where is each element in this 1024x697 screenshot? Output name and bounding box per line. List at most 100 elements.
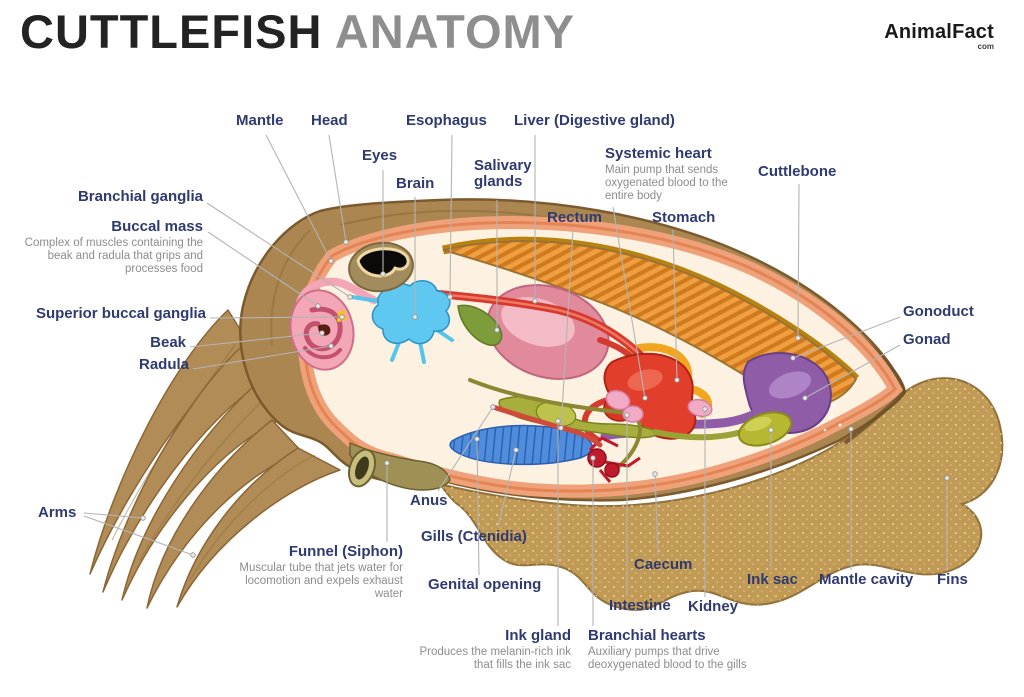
leader-cuttlebone bbox=[795, 183, 801, 341]
organ-funnel bbox=[347, 441, 451, 491]
label-branchial-hearts-text: Branchial hearts bbox=[588, 627, 706, 644]
label-rectum-text: Rectum bbox=[547, 209, 603, 226]
label-funnel: Funnel (Siphon) Muscular tube that jets … bbox=[231, 543, 403, 601]
label-branchial-ganglia: Branchial ganglia bbox=[77, 188, 203, 205]
leader-arms bbox=[83, 512, 196, 558]
label-ink-sac-text: Ink sac bbox=[747, 571, 798, 588]
label-stomach-text: Stomach bbox=[652, 209, 716, 226]
brand-suffix: com bbox=[977, 42, 994, 51]
label-systemic-heart-desc: Main pump that sends oxygenated blood to… bbox=[605, 164, 728, 202]
label-branchial-hearts-desc: Auxiliary pumps that drive deoxygenated … bbox=[588, 646, 747, 672]
leader-buccal-mass bbox=[207, 231, 321, 309]
leader-systemic-heart bbox=[612, 206, 648, 401]
brand-name: AnimalFact bbox=[884, 21, 994, 43]
label-branchial-ganglia-text: Branchial ganglia bbox=[77, 188, 203, 205]
label-intestine: Intestine bbox=[609, 597, 671, 614]
leader-funnel bbox=[384, 460, 390, 542]
leader-salivary-glands bbox=[494, 200, 500, 333]
label-buccal-mass-desc: Complex of muscles containing the beak a… bbox=[24, 237, 203, 275]
label-superior-buccal-ganglia: Superior buccal ganglia bbox=[35, 305, 206, 322]
label-eyes: Eyes bbox=[362, 147, 398, 164]
label-arms-text: Arms bbox=[38, 504, 77, 521]
label-kidney: Kidney bbox=[688, 598, 739, 615]
leader-branchial-ganglia bbox=[206, 202, 353, 300]
label-systemic-heart: Systemic heart Main pump that sends oxyg… bbox=[605, 145, 745, 203]
label-mantle-cavity-text: Mantle cavity bbox=[819, 571, 914, 588]
label-head-text: Head bbox=[311, 112, 348, 129]
brand-logo: AnimalFact com bbox=[884, 22, 994, 51]
label-systemic-heart-text: Systemic heart bbox=[605, 145, 712, 162]
page-title-primary: CUTTLEFISH bbox=[20, 5, 323, 58]
label-anus-text: Anus bbox=[410, 492, 448, 509]
label-eyes-text: Eyes bbox=[362, 147, 398, 164]
leader-brain bbox=[412, 197, 418, 320]
fin-skirt bbox=[437, 377, 1004, 611]
label-gonoduct-text: Gonoduct bbox=[903, 303, 974, 320]
label-genital-opening-text: Genital opening bbox=[428, 576, 542, 593]
label-funnel-text: Funnel (Siphon) bbox=[288, 543, 403, 560]
label-liver-text: Liver (Digestive gland) bbox=[514, 112, 675, 129]
label-brain-text: Brain bbox=[396, 175, 435, 192]
label-beak: Beak bbox=[150, 334, 186, 351]
organ-salivary-gland bbox=[457, 304, 503, 347]
label-kidney-text: Kidney bbox=[688, 598, 739, 615]
leader-stomach bbox=[672, 229, 680, 383]
label-cuttlebone: Cuttlebone bbox=[758, 163, 837, 180]
leader-superior-buccal-ganglia bbox=[209, 314, 345, 320]
organ-intestine bbox=[468, 378, 643, 470]
leader-mantle-cavity bbox=[848, 426, 854, 570]
label-stomach: Stomach bbox=[652, 209, 716, 226]
label-fins: Fins bbox=[937, 571, 968, 588]
label-salivary-glands: Salivary glands bbox=[474, 157, 538, 191]
leader-eyes bbox=[380, 170, 386, 277]
label-anus: Anus bbox=[410, 492, 448, 509]
page-title-secondary: ANATOMY bbox=[334, 5, 576, 58]
leader-head bbox=[328, 134, 349, 245]
label-mantle-cavity: Mantle cavity bbox=[819, 571, 914, 588]
leader-kidney bbox=[702, 406, 708, 597]
label-cuttlebone-text: Cuttlebone bbox=[758, 163, 837, 180]
label-gills-text: Gills (Ctenidia) bbox=[421, 528, 527, 545]
label-mantle: Mantle bbox=[236, 112, 284, 129]
leader-beak bbox=[189, 330, 325, 348]
leader-ink-gland bbox=[555, 418, 561, 626]
label-radula: Radula bbox=[138, 356, 189, 373]
leader-lines bbox=[83, 134, 950, 626]
leader-liver bbox=[532, 135, 538, 304]
label-ink-gland-text: Ink gland bbox=[505, 627, 571, 644]
label-superior-buccal-ganglia-text: Superior buccal ganglia bbox=[35, 305, 206, 322]
arms-tentacles bbox=[89, 309, 341, 609]
label-intestine-text: Intestine bbox=[609, 597, 671, 614]
label-funnel-desc: Muscular tube that jets water for locomo… bbox=[239, 562, 403, 600]
organ-eye bbox=[348, 241, 414, 293]
leader-radula bbox=[192, 343, 334, 370]
label-rectum: Rectum bbox=[547, 209, 603, 226]
label-radula-text: Radula bbox=[138, 356, 189, 373]
label-brain: Brain bbox=[396, 175, 435, 192]
label-salivary-glands-text: Salivary glands bbox=[474, 157, 532, 191]
label-fins-text: Fins bbox=[937, 571, 968, 588]
organ-kidney bbox=[605, 389, 713, 423]
label-esophagus: Esophagus bbox=[406, 112, 487, 129]
label-gonad: Gonad bbox=[903, 331, 951, 348]
leader-caecum bbox=[652, 471, 659, 556]
leader-mantle bbox=[265, 134, 334, 264]
label-arms: Arms bbox=[38, 504, 77, 521]
label-gonad-text: Gonad bbox=[903, 331, 951, 348]
label-caecum-text: Caecum bbox=[634, 556, 693, 573]
leader-gills bbox=[497, 447, 519, 528]
label-liver: Liver (Digestive gland) bbox=[514, 112, 675, 129]
label-gonoduct: Gonoduct bbox=[903, 303, 974, 320]
leader-ink-sac bbox=[768, 427, 774, 570]
leader-intestine bbox=[624, 412, 630, 596]
label-ink-gland: Ink gland Produces the melanin-rich ink … bbox=[411, 627, 572, 672]
leader-gonoduct bbox=[790, 316, 901, 361]
leader-gonad bbox=[802, 344, 901, 401]
organ-brain bbox=[350, 279, 454, 364]
leader-genital-opening bbox=[474, 436, 480, 576]
leader-fins bbox=[944, 475, 950, 570]
page-title: CUTTLEFISH ANATOMY bbox=[20, 4, 575, 59]
label-beak-text: Beak bbox=[150, 334, 186, 351]
label-genital-opening: Genital opening bbox=[428, 576, 542, 593]
